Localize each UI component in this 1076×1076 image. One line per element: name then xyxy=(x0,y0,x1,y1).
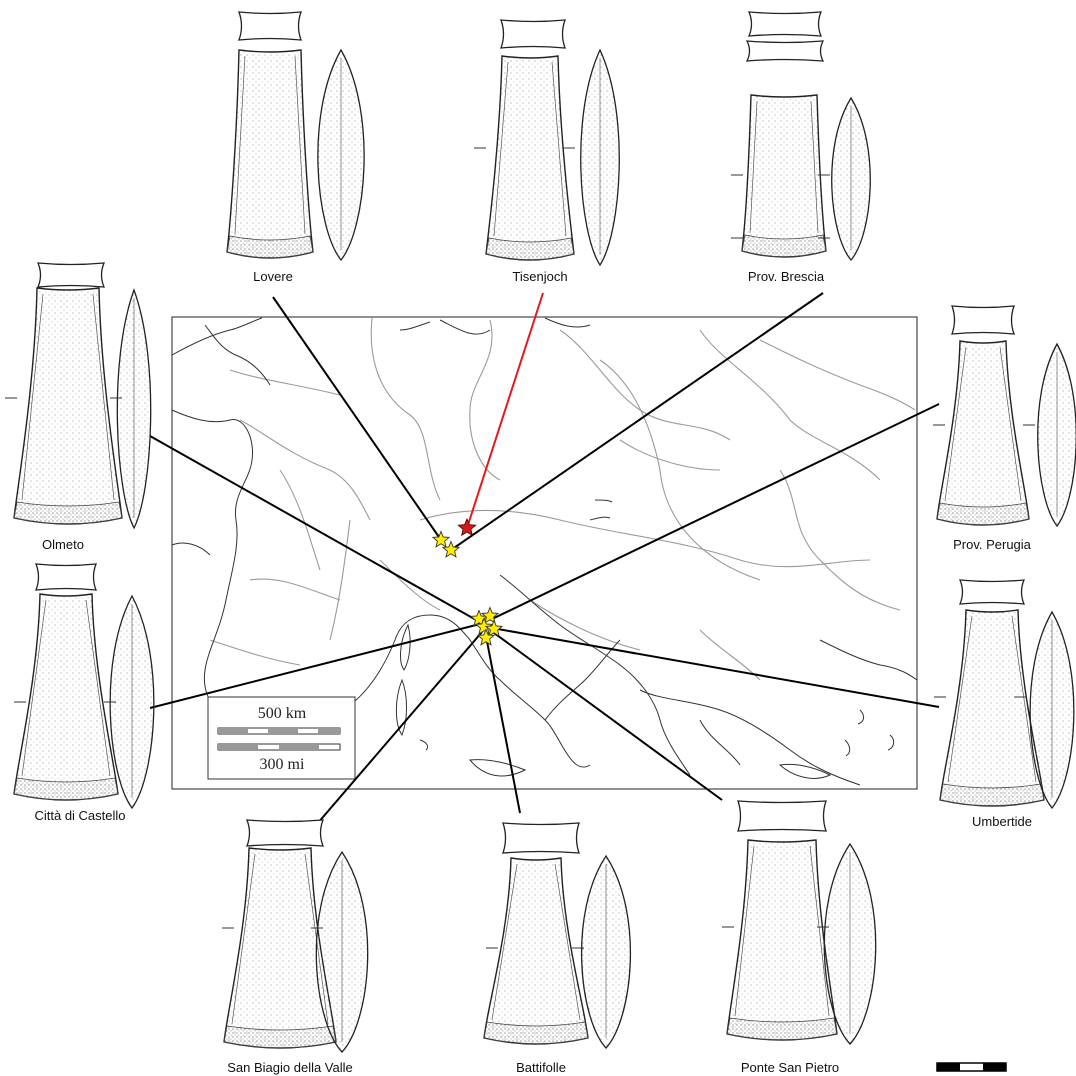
axe-butt-section xyxy=(246,819,324,847)
axe-drawing-tisenjoch xyxy=(474,19,620,267)
axe-front-view xyxy=(13,593,119,801)
scale-label-km: 500 km xyxy=(257,705,307,722)
axe-butt-section xyxy=(958,579,1026,605)
axe-blade-bevel xyxy=(13,777,119,801)
axe-front-view xyxy=(13,287,123,525)
axe-front-view xyxy=(741,94,827,258)
axe-front-view xyxy=(483,857,589,1045)
map-islands xyxy=(395,499,895,779)
scale-box xyxy=(207,696,356,780)
label-ponte-san-pietro: Ponte San Pietro xyxy=(740,1060,840,1075)
leader-lines xyxy=(149,292,940,825)
axe-blade-bevel xyxy=(939,783,1045,807)
label-olmeto: Olmeto xyxy=(42,537,84,552)
find-spot-star xyxy=(474,617,494,635)
label-battifolle: Battifolle xyxy=(516,1060,566,1075)
leader-lovere xyxy=(272,296,442,541)
axe-blade-bevel xyxy=(726,1017,838,1041)
scale-label-mi: 300 mi xyxy=(259,756,305,773)
label-lovere: Lovere xyxy=(253,269,293,284)
find-spot-star xyxy=(480,606,500,624)
label-umbertide: Umbertide xyxy=(972,814,1032,829)
axe-blade-bevel xyxy=(226,235,314,259)
axe-drawing-san-biagio xyxy=(222,819,369,1053)
axe-butt-section xyxy=(238,11,302,41)
find-spot-star xyxy=(431,530,451,548)
leader-san-biagio xyxy=(316,631,483,825)
axe-drawing-prov-brescia xyxy=(731,11,871,261)
map-rivers xyxy=(209,317,916,681)
axe-front-view xyxy=(936,340,1030,526)
axe-front-view xyxy=(485,55,575,261)
axe-butt-section xyxy=(36,262,106,288)
axe-butt-section xyxy=(500,19,566,49)
axe-butt-section xyxy=(737,800,827,832)
axe-blade-bevel xyxy=(936,502,1030,526)
label-citta-di-castello: Città di Castello xyxy=(34,808,126,823)
axe-front-view xyxy=(939,609,1045,807)
axe-blade-bevel xyxy=(485,237,575,261)
europe-map xyxy=(171,316,918,790)
axe-butt-section xyxy=(951,305,1015,335)
axe-butt-section xyxy=(747,11,823,37)
axe-butt-section xyxy=(502,822,580,854)
leader-citta-di-castello xyxy=(149,623,481,709)
axe-drawing-olmeto xyxy=(5,262,152,530)
axe-drawing-lovere xyxy=(226,11,365,262)
axe-blade-bevel xyxy=(483,1021,589,1045)
label-prov-brescia: Prov. Brescia xyxy=(747,269,825,284)
axe-drawing-battifolle xyxy=(483,822,632,1049)
find-spot-star xyxy=(484,619,504,637)
map-coastlines xyxy=(171,317,918,786)
object-scale-bar xyxy=(936,1062,1007,1072)
axe-butt-section xyxy=(35,563,97,591)
axe-blade-bevel xyxy=(13,501,123,525)
label-san-biagio: San Biagio della Valle xyxy=(227,1060,353,1075)
scale-bar xyxy=(207,696,356,780)
leader-tisenjoch xyxy=(466,292,544,529)
leader-olmeto xyxy=(149,435,479,622)
leader-umbertide xyxy=(491,627,940,708)
leader-prov-perugia xyxy=(489,403,940,621)
label-tisenjoch: Tisenjoch xyxy=(512,269,568,284)
find-spots xyxy=(431,517,504,646)
axe-blade-bevel xyxy=(741,234,827,258)
axe-front-view xyxy=(226,49,314,259)
find-spot-star xyxy=(441,540,461,558)
axe-drawing-citta-di-castello xyxy=(13,563,155,810)
axe-drawing-umbertide xyxy=(934,579,1075,810)
leader-ponte-san-pietro xyxy=(489,629,723,801)
leader-prov-brescia xyxy=(450,292,824,551)
artifact-drawings xyxy=(5,11,1076,1053)
axe-butt-section xyxy=(745,40,825,62)
label-prov-perugia: Prov. Perugia xyxy=(953,537,1031,552)
find-spot-star xyxy=(476,628,496,646)
tisenjoch-star xyxy=(457,517,477,537)
axe-drawing-ponte-san-pietro xyxy=(722,800,877,1045)
axe-drawing-prov-perugia xyxy=(933,305,1076,528)
leader-battifolle xyxy=(485,635,521,814)
